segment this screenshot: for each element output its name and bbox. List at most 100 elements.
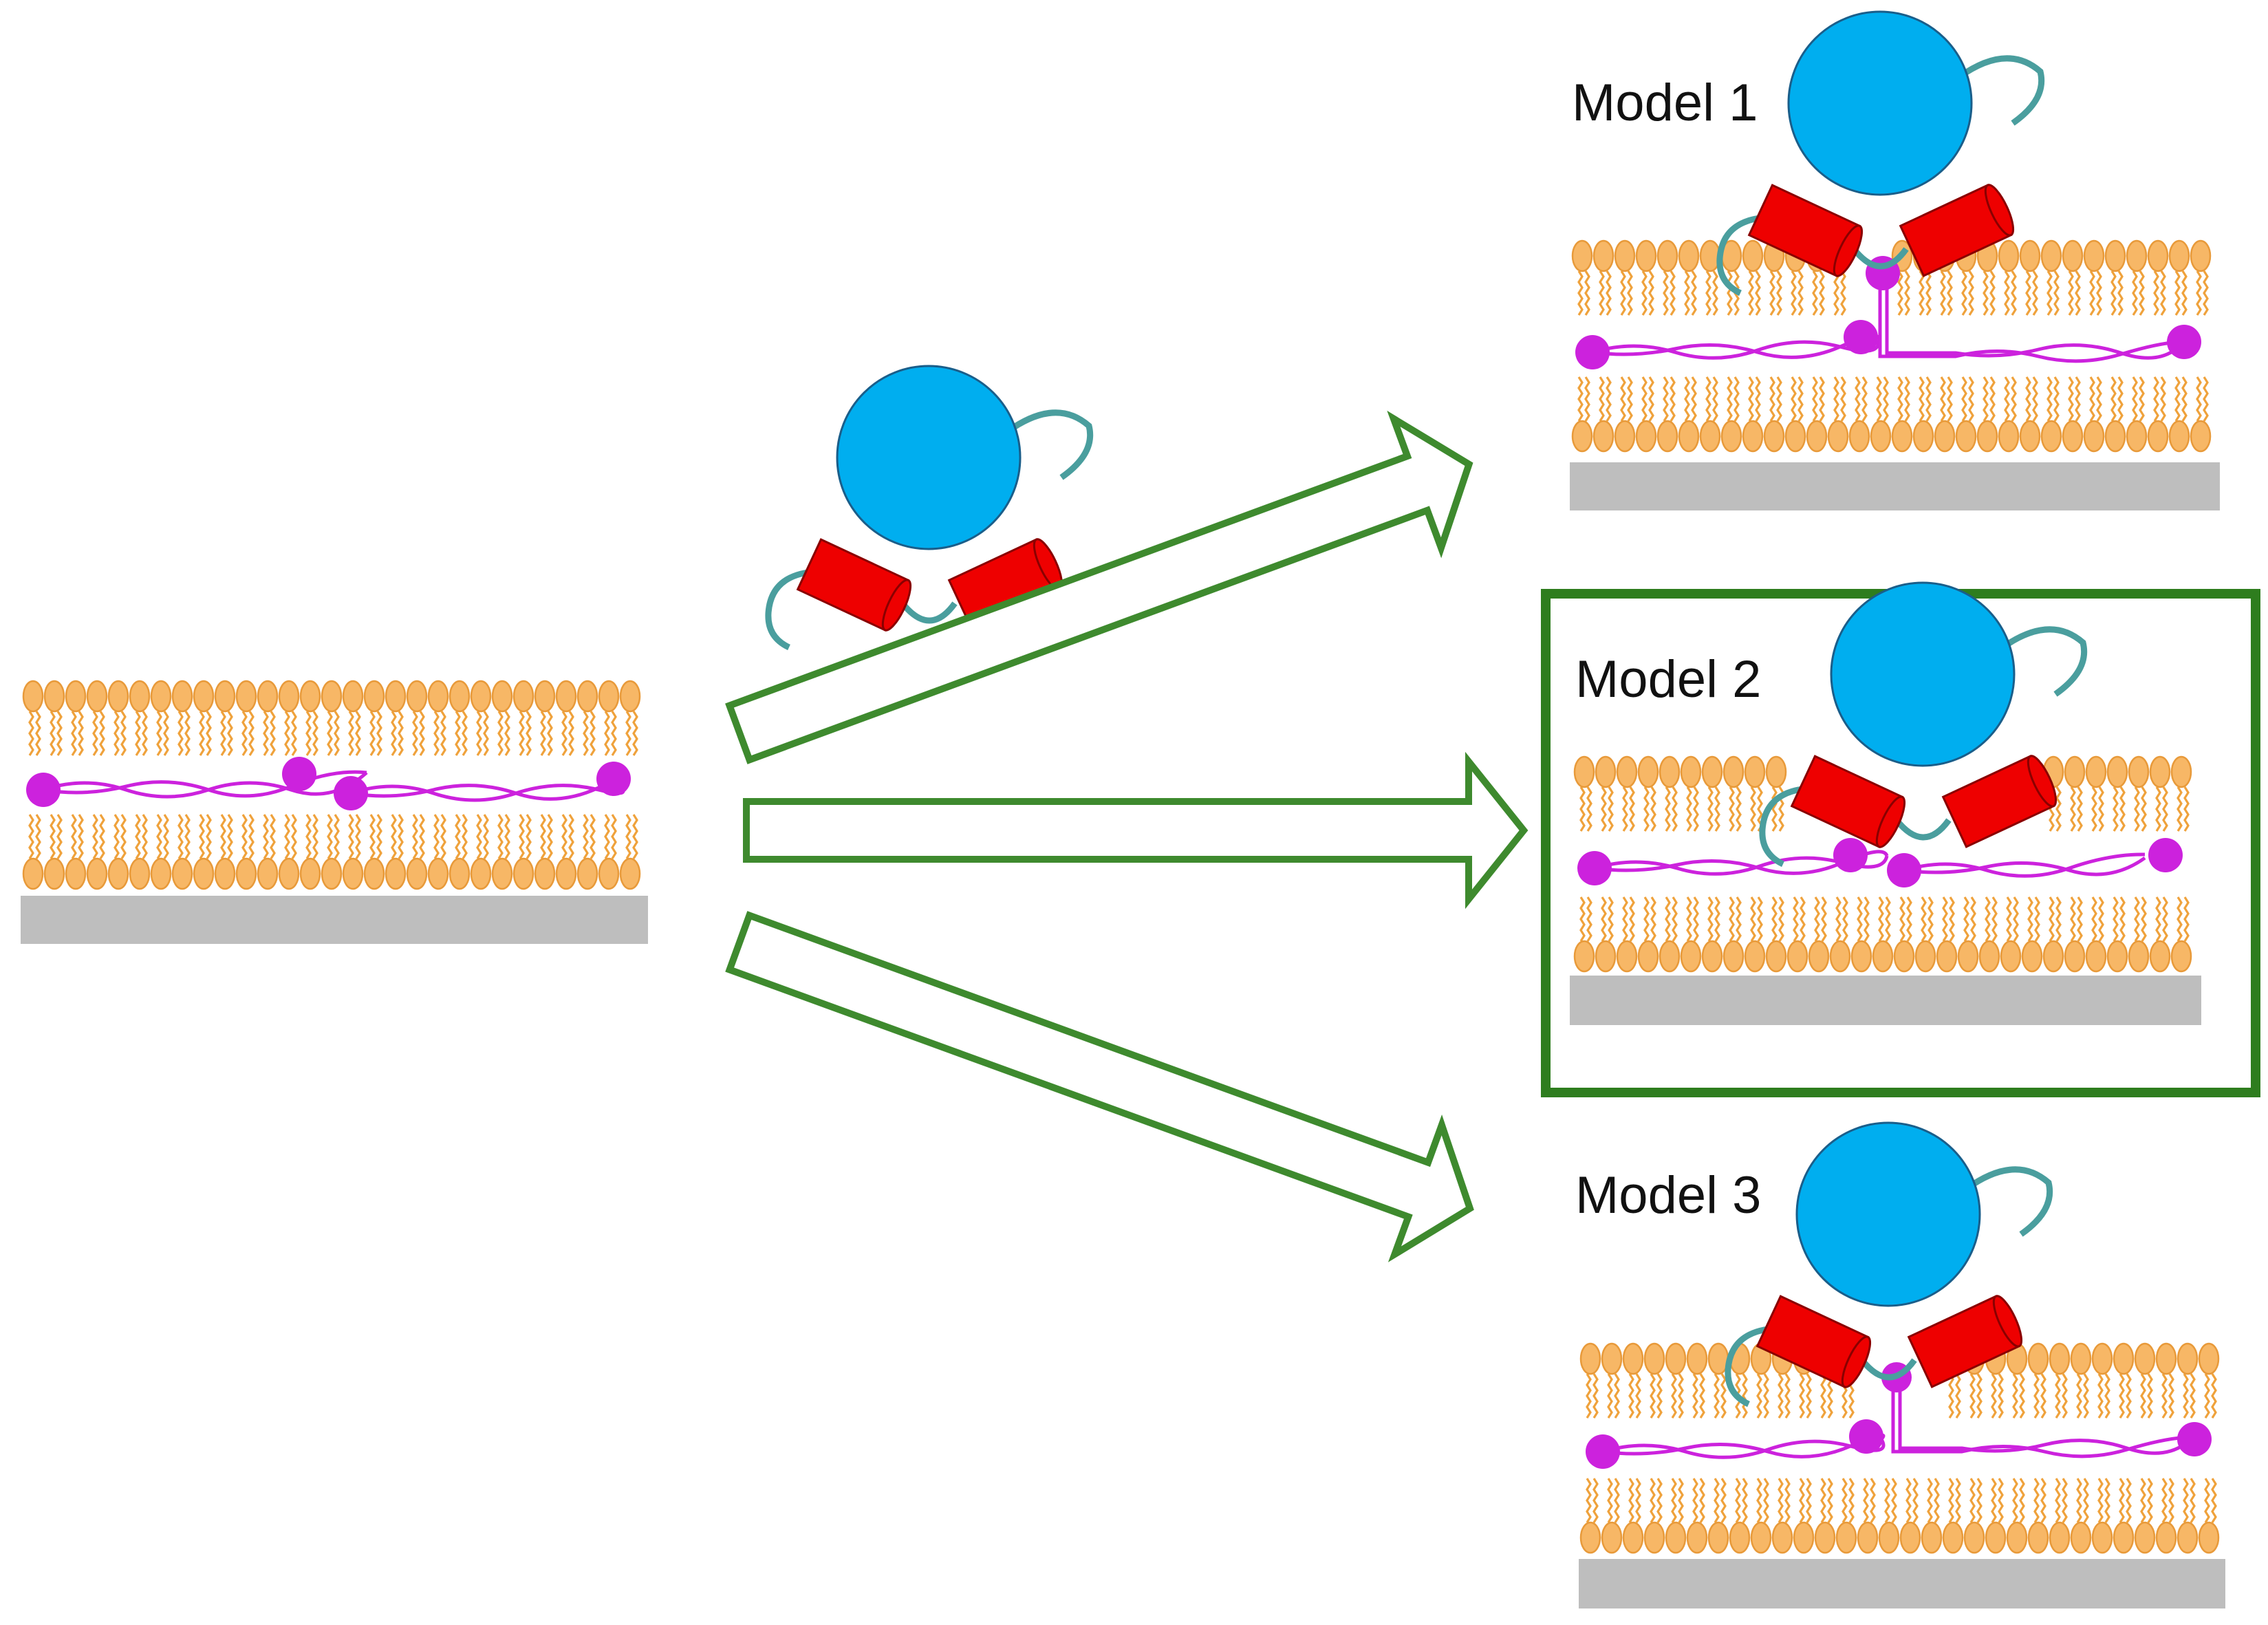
- lipid: [427, 680, 449, 757]
- lipid: [1936, 896, 1958, 973]
- model-3-label: Model 3: [1575, 1166, 1762, 1225]
- lipid: [86, 813, 108, 890]
- lipid: [1763, 376, 1785, 453]
- lipid: [1934, 376, 1956, 453]
- lipid: [2091, 1477, 2113, 1554]
- lipid: [1579, 1477, 1601, 1554]
- lipid: [1786, 896, 1808, 973]
- lipid: [1571, 239, 1593, 316]
- lipid: [1827, 376, 1849, 453]
- lipid: [2170, 896, 2192, 973]
- lipid: [2149, 896, 2171, 973]
- lipid: [1699, 239, 1721, 316]
- lipid: [1656, 239, 1678, 316]
- lipid: [2085, 755, 2107, 832]
- lipid: [1912, 376, 1934, 453]
- lipid-anchor: [1586, 1419, 1886, 1469]
- lipid: [2190, 376, 2212, 453]
- lipid: [2168, 239, 2190, 316]
- lipid: [171, 680, 193, 757]
- lipid: [1850, 896, 1872, 973]
- lipid: [1857, 1477, 1879, 1554]
- lipid: [449, 680, 471, 757]
- lipid: [2083, 376, 2105, 453]
- lipid: [2070, 1342, 2092, 1419]
- lipid: [1614, 376, 1636, 453]
- lipid: [1635, 376, 1657, 453]
- lipid: [1891, 376, 1913, 453]
- lipid: [1579, 1342, 1601, 1419]
- outline-arrow-down: [716, 878, 1493, 1273]
- lipid: [619, 680, 641, 757]
- lipid: [1921, 1477, 1943, 1554]
- lipid: [171, 813, 193, 890]
- lipid: [1616, 755, 1638, 832]
- lipid: [1829, 896, 1851, 973]
- lipid: [1750, 1342, 1772, 1419]
- lipid: [2021, 896, 2043, 973]
- lipid: [43, 680, 65, 757]
- lipid: [470, 680, 492, 757]
- lipid: [385, 813, 407, 890]
- lipid: [598, 813, 620, 890]
- lipid: [1893, 896, 1915, 973]
- lipid: [1595, 755, 1617, 832]
- lipid: [2006, 1342, 2028, 1419]
- lipid: [2062, 239, 2084, 316]
- lipid: [1707, 1477, 1729, 1554]
- lipid: [427, 813, 449, 890]
- lipid: [1899, 1477, 1921, 1554]
- lipid: [1592, 376, 1614, 453]
- lipid-anchor: [1577, 838, 1889, 885]
- lipid: [321, 813, 343, 890]
- lipid: [1729, 1477, 1751, 1554]
- lipid: [150, 680, 172, 757]
- lipid: [1750, 1477, 1772, 1554]
- lipid: [1643, 1477, 1665, 1554]
- lipid: [1914, 896, 1936, 973]
- lipid: [1701, 755, 1723, 832]
- lipid: [1998, 376, 2020, 453]
- lipid: [2134, 1477, 2156, 1554]
- lipid: [2040, 239, 2062, 316]
- lipid: [2006, 1477, 2028, 1554]
- lipid: [2049, 1477, 2071, 1554]
- lipid: [1665, 1477, 1687, 1554]
- lipid: [1680, 755, 1702, 832]
- lipid: [235, 680, 257, 757]
- lipid: [555, 680, 577, 757]
- lipid: [1635, 239, 1657, 316]
- lipid-anchor: [334, 762, 631, 810]
- lipid: [619, 813, 641, 890]
- lipid: [512, 813, 534, 890]
- lipid: [1614, 239, 1636, 316]
- model-1-label: Model 1: [1572, 74, 1758, 132]
- lipid: [385, 680, 407, 757]
- lipid: [2040, 376, 2062, 453]
- lipid: [2091, 1342, 2113, 1419]
- lipid: [534, 680, 556, 757]
- lipid: [1678, 376, 1700, 453]
- lipid: [2049, 1342, 2071, 1419]
- lipid: [1808, 896, 1830, 973]
- lipid: [299, 813, 321, 890]
- lipid: [1771, 1477, 1793, 1554]
- lipid: [2106, 755, 2128, 832]
- lipid: [1722, 755, 1745, 832]
- lipid: [1744, 896, 1766, 973]
- lipid: [2147, 239, 2169, 316]
- lipid: [2085, 896, 2107, 973]
- lipid: [1707, 1342, 1729, 1419]
- lipid: [342, 813, 364, 890]
- lipid: [1656, 376, 1678, 453]
- lipid: [2128, 755, 2150, 832]
- lipid: [107, 813, 129, 890]
- lipid: [470, 813, 492, 890]
- lipid: [491, 680, 513, 757]
- lipid: [406, 813, 428, 890]
- model-2: [1570, 583, 2201, 1025]
- lipid: [2104, 239, 2126, 316]
- lipid: [214, 813, 236, 890]
- lipid: [2064, 755, 2086, 832]
- lipid: [1976, 376, 1998, 453]
